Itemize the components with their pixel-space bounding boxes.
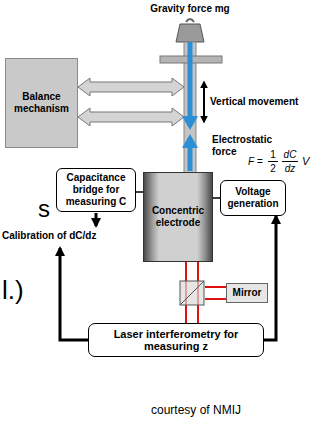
fraction-bar — [268, 161, 278, 162]
link-arrow — [78, 108, 184, 126]
calibration-label: Calibration of dC/dz — [2, 230, 96, 242]
process-box: Voltage generation — [220, 180, 286, 216]
formula-part: dC — [282, 149, 298, 161]
electrode-cylinder: Concentric electrode — [143, 172, 213, 262]
slide-fragment: s — [38, 196, 50, 222]
node-text: Balance mechanism — [10, 91, 73, 115]
node-text: Voltage generation — [225, 186, 281, 210]
motion-label: Vertical movement — [210, 96, 298, 108]
process-box: Laser interferometry for measuring z — [88, 323, 264, 357]
calibration-arrow — [60, 248, 88, 340]
connector — [264, 216, 276, 340]
force-label: Gravity force mg — [120, 3, 260, 15]
connector — [136, 191, 143, 193]
process-box: Capacitance bridge for measuring C — [56, 168, 136, 212]
node-text: Mirror — [233, 287, 262, 299]
formula-part: dz — [282, 163, 298, 175]
electrostatic-arrow — [182, 134, 198, 171]
beam-splitter — [180, 281, 204, 305]
balance-box: Balance mechanism — [5, 58, 78, 148]
node-text: Laser interferometry for measuring z — [111, 328, 241, 352]
link-arrow — [78, 78, 184, 96]
gravity-arrow — [182, 42, 198, 130]
formula-part: 2 — [268, 163, 278, 175]
slide-fragment: l.) — [2, 276, 24, 304]
formula-part: 1 — [268, 149, 278, 161]
node-text: Concentric electrode — [148, 205, 208, 229]
beam-splitter — [180, 281, 204, 305]
node-text: Capacitance bridge for measuring C — [61, 172, 131, 208]
weight-symbol — [176, 19, 204, 42]
calibration-arrow — [95, 213, 98, 226]
movement-arrow — [203, 82, 205, 122]
credit-note: courtesy of NMIJ — [140, 403, 252, 417]
fraction-bar — [282, 161, 298, 162]
mirror-box: Mirror — [226, 283, 268, 303]
formula-part: F = — [248, 156, 263, 168]
formula-part: V — [302, 155, 309, 167]
connector — [213, 197, 220, 199]
